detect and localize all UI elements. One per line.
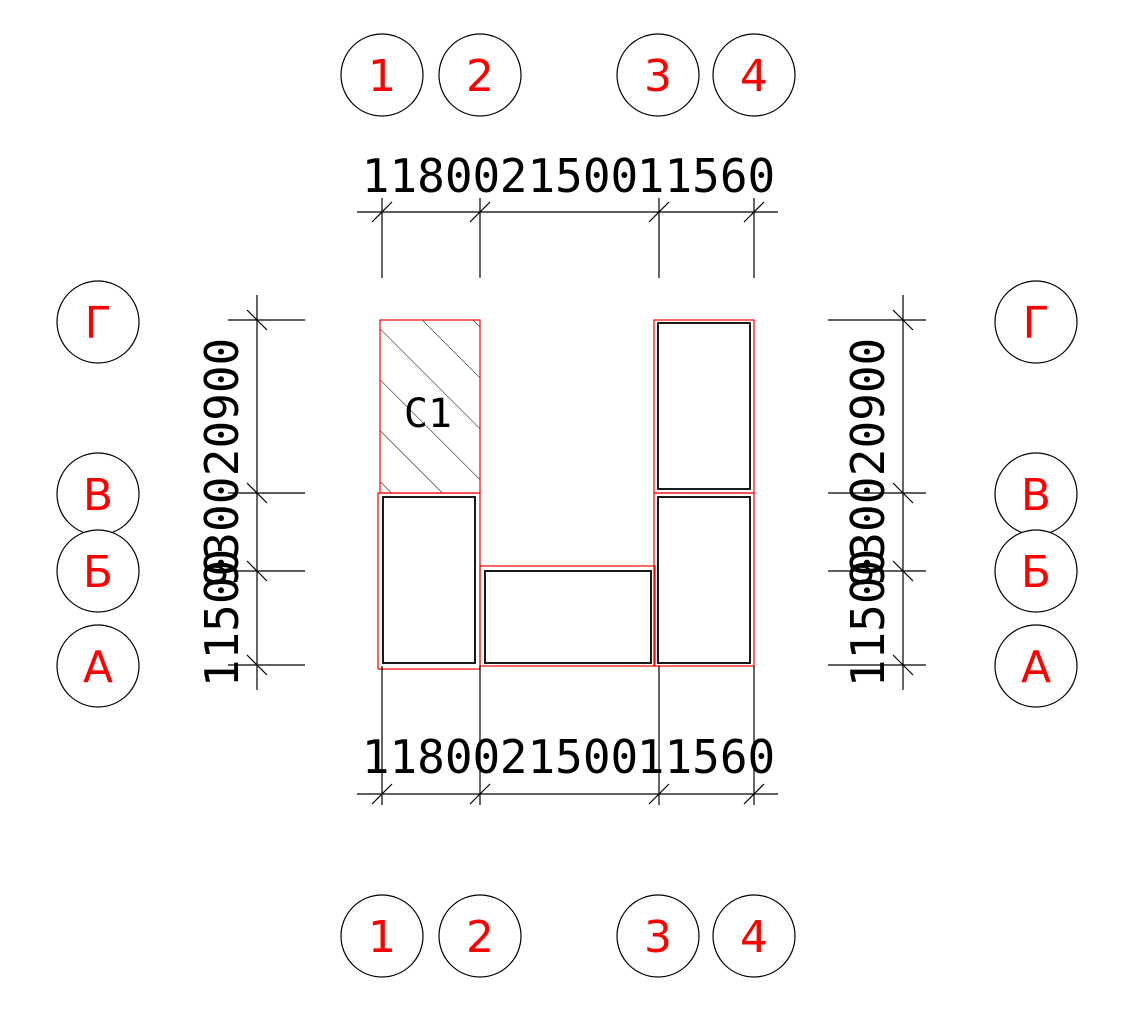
axis-bubble-b-left: Б	[56, 529, 140, 613]
svg-text:3: 3	[644, 51, 672, 102]
svg-text:В: В	[1021, 470, 1051, 521]
building-plan: С1	[377, 319, 755, 670]
svg-text:Б: Б	[83, 547, 113, 598]
dimension-chain-bottom: 11800 21500 11560	[357, 666, 778, 805]
svg-text:Б: Б	[1021, 547, 1051, 598]
axis-bubble-3-top: 3	[616, 33, 700, 117]
svg-text:А: А	[83, 642, 113, 693]
axis-bubble-1-bottom: 1	[340, 894, 424, 978]
dim-bottom-2-3: 21500	[500, 730, 638, 784]
block-lower-right	[657, 496, 751, 664]
dim-top-1-2: 11800	[362, 149, 500, 203]
svg-text:В: В	[83, 470, 113, 521]
axis-bubble-2-bottom: 2	[438, 894, 522, 978]
block-lower-right-outline	[653, 492, 755, 667]
block-middle	[484, 570, 652, 664]
svg-text:2: 2	[466, 51, 494, 102]
dim-bottom-1-2: 11800	[362, 730, 500, 784]
axis-bubbles-bottom: 1 2 3 4	[340, 894, 796, 978]
axis-bubble-1-top: 1	[340, 33, 424, 117]
dimension-chain-right: 20900 9300 11500	[828, 295, 926, 690]
dim-right-g-v: 20900	[841, 338, 895, 476]
block-middle-outline	[479, 565, 656, 667]
axis-bubble-a-left: А	[56, 624, 140, 708]
zone-c1-label: С1	[404, 391, 452, 437]
axis-bubble-v-right: В	[994, 452, 1078, 536]
dimension-chain-left: 20900 9300 11500	[195, 295, 305, 690]
dim-bottom-3-4: 11560	[637, 730, 775, 784]
dim-left-b-a: 11500	[195, 549, 249, 687]
svg-text:Г: Г	[1023, 298, 1050, 349]
block-left	[382, 496, 476, 664]
axis-bubble-g-left: Г	[56, 280, 140, 364]
axis-bubble-g-right: Г	[994, 280, 1078, 364]
dim-left-g-v: 20900	[195, 338, 249, 476]
axis-bubble-v-left: В	[56, 452, 140, 536]
svg-text:4: 4	[740, 912, 768, 963]
axis-bubble-a-right: А	[994, 624, 1078, 708]
dim-top-2-3: 21500	[500, 149, 638, 203]
dim-right-v-b: 9300	[841, 477, 895, 588]
dimension-chain-top: 11800 21500 11560	[357, 149, 778, 278]
svg-text:А: А	[1021, 642, 1051, 693]
dim-top-3-4: 11560	[637, 149, 775, 203]
axis-bubble-b-right: Б	[994, 529, 1078, 613]
block-upper-right	[657, 322, 751, 490]
svg-text:2: 2	[466, 912, 494, 963]
dim-right-b-a: 11500	[841, 549, 895, 687]
axis-bubble-4-top: 4	[712, 33, 796, 117]
axis-bubble-2-top: 2	[438, 33, 522, 117]
axis-bubbles-left: Г В Б А	[56, 280, 140, 708]
svg-text:4: 4	[740, 51, 768, 102]
svg-text:1: 1	[368, 51, 396, 102]
axis-bubbles-right: Г В Б А	[994, 280, 1078, 708]
svg-text:Г: Г	[85, 298, 112, 349]
svg-text:1: 1	[368, 912, 396, 963]
svg-text:3: 3	[644, 912, 672, 963]
axis-bubble-3-bottom: 3	[616, 894, 700, 978]
axis-bubbles-top: 1 2 3 4	[340, 33, 796, 117]
zone-c1-area	[379, 319, 481, 494]
axis-bubble-4-bottom: 4	[712, 894, 796, 978]
dim-left-v-b: 9300	[195, 477, 249, 588]
